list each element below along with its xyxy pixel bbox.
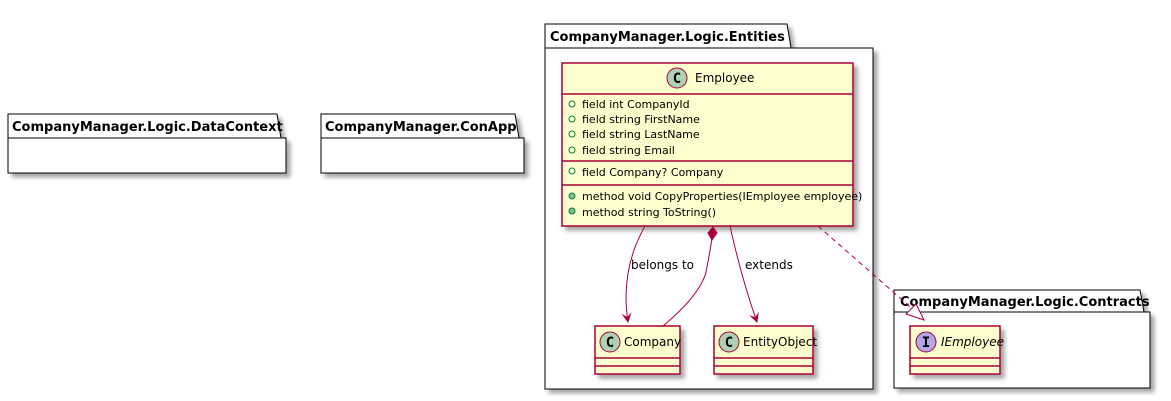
interface-iemployee[interactable]: I IEmployee	[909, 325, 1004, 375]
public-field-icon	[568, 130, 576, 138]
employee-method: method string ToString()	[582, 206, 716, 219]
package-datacontext[interactable]	[7, 113, 287, 174]
class-employee[interactable]: C Employee field int CompanyId field str…	[561, 62, 862, 227]
company-class-name: Company	[624, 335, 681, 349]
employee-field: field string LastName	[582, 128, 700, 141]
relation-extends-label: extends	[745, 258, 793, 272]
employee-method: method void CopyProperties(IEmployee emp…	[582, 190, 862, 203]
package-conapp[interactable]	[320, 113, 525, 174]
public-method-icon	[568, 192, 576, 200]
relation-extends	[729, 225, 759, 323]
package-contracts-title: CompanyManager.Logic.Contracts	[900, 295, 1150, 310]
iemployee-interface-name: IEmployee	[941, 335, 1004, 349]
entityobject-stereotype: C	[725, 335, 733, 351]
class-stereotype-icon	[718, 331, 740, 353]
company-stereotype: C	[606, 335, 614, 351]
class-entityobject[interactable]: C EntityObject	[713, 325, 817, 375]
employee-field: field string Email	[582, 144, 675, 157]
employee-stereotype: C	[673, 71, 681, 87]
relation-implements	[817, 225, 925, 321]
employee-field: field string FirstName	[582, 113, 700, 126]
iemployee-stereotype: I	[922, 335, 930, 351]
package-entities-title: CompanyManager.Logic.Entities	[550, 30, 785, 45]
employee-navigation-field: field Company? Company	[582, 166, 724, 179]
public-field-icon	[568, 146, 576, 154]
relation-belongs-to-label: belongs to	[631, 258, 694, 272]
relation-composition	[662, 226, 718, 327]
public-field-icon	[568, 100, 576, 108]
public-field-icon	[568, 115, 576, 123]
package-conapp-title: CompanyManager.ConApp	[325, 120, 517, 135]
class-stereotype-icon	[666, 67, 688, 89]
class-stereotype-icon	[599, 331, 621, 353]
employee-field: field int CompanyId	[582, 98, 690, 111]
relation-belongs-to	[621, 225, 646, 323]
realization-triangle	[905, 303, 925, 321]
public-field-icon	[568, 167, 576, 175]
entityobject-class-name: EntityObject	[743, 335, 817, 349]
class-company[interactable]: C Company	[594, 325, 681, 375]
employee-class-name: Employee	[695, 71, 754, 85]
interface-stereotype-icon	[915, 331, 937, 353]
composition-diamond	[707, 226, 718, 241]
public-method-icon	[568, 207, 576, 215]
package-datacontext-title: CompanyManager.Logic.DataContext	[12, 120, 283, 135]
